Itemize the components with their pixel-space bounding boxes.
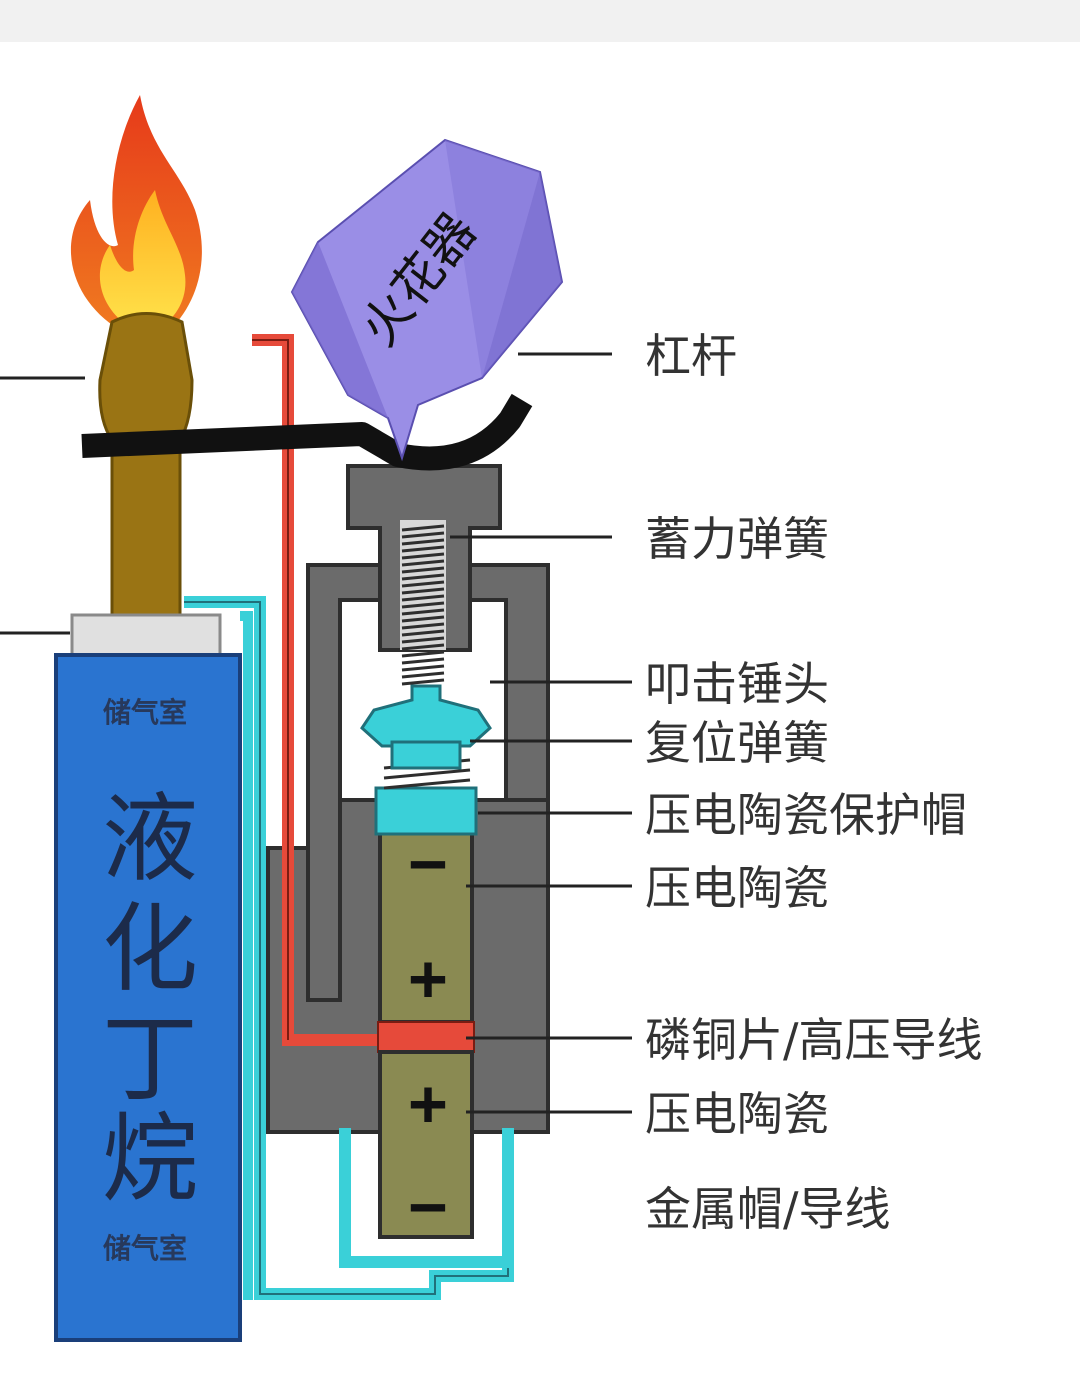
tank-name-char-2: 化 xyxy=(102,893,198,1005)
energy-spring-coil xyxy=(401,664,445,672)
striking-hammer xyxy=(360,684,492,748)
polarity-upper-bottom: + xyxy=(409,942,448,1016)
energy-spring-coil xyxy=(401,594,445,602)
energy-spring-coil xyxy=(401,636,445,644)
metal-cap-cup xyxy=(339,1128,514,1268)
label-energy-spring: 蓄力弹簧 xyxy=(645,512,829,566)
energy-spring-coil xyxy=(401,524,445,532)
label-ceramic-lower: 压电陶瓷 xyxy=(645,1087,829,1141)
upper-housing xyxy=(306,563,550,1002)
energy-spring-coil xyxy=(401,615,445,623)
polarity-lower-top: + xyxy=(409,1067,448,1141)
ceramic-protective-cap xyxy=(374,786,478,836)
tank-bottom-label: 储气室 xyxy=(103,1232,187,1265)
energy-spring-coil xyxy=(401,629,445,637)
energy-spring-coil xyxy=(401,678,445,686)
energy-spring-coil xyxy=(401,650,445,658)
tank-top-label: 储气室 xyxy=(103,696,187,729)
lever xyxy=(81,393,533,471)
label-lever: 杠杆 xyxy=(645,329,737,383)
energy-spring-coil xyxy=(401,559,445,567)
spark-igniter-callout: 火花器 xyxy=(290,138,564,462)
tank-name-char-1: 液 xyxy=(102,783,198,895)
energy-spring-coil xyxy=(401,573,445,581)
energy-spring-coil xyxy=(401,545,445,553)
energy-spring-coil xyxy=(401,608,445,616)
energy-spring-coil xyxy=(401,531,445,539)
ceramic-lower xyxy=(378,1050,474,1239)
energy-spring-coil xyxy=(401,601,445,609)
polarity-upper-top: − xyxy=(409,827,448,901)
copper-strip xyxy=(377,1021,475,1053)
energy-spring-coil xyxy=(401,552,445,560)
energy-spring xyxy=(401,524,445,686)
label-metal-cap: 金属帽/导线 xyxy=(645,1182,891,1236)
label-hammer: 叩击锤头 xyxy=(645,657,829,711)
flame-icon xyxy=(70,95,202,330)
tank-name-char-3: 丁 xyxy=(102,1003,198,1115)
nozzle-collar xyxy=(70,613,222,657)
polarity-lower-bottom: − xyxy=(409,1170,448,1244)
butane-tank xyxy=(54,653,242,1342)
energy-spring-coil xyxy=(401,622,445,630)
energy-spring-coil xyxy=(401,580,445,588)
energy-spring-coil xyxy=(401,671,445,679)
energy-spring-coil xyxy=(401,587,445,595)
energy-spring-coil xyxy=(401,643,445,651)
label-ceramic-upper: 压电陶瓷 xyxy=(645,861,829,915)
energy-spring-coil xyxy=(401,538,445,546)
gas-nozzle xyxy=(98,312,194,617)
label-copper-strip: 磷铜片/高压导线 xyxy=(645,1013,983,1067)
energy-spring-coil xyxy=(401,566,445,574)
energy-spring-coil xyxy=(401,657,445,665)
tank-name-char-4: 烷 xyxy=(102,1103,198,1215)
label-reset-spring: 复位弹簧 xyxy=(645,716,829,770)
label-ceramic-cap: 压电陶瓷保护帽 xyxy=(645,788,967,842)
top-band xyxy=(0,0,1080,42)
label-leaders xyxy=(450,352,632,1114)
